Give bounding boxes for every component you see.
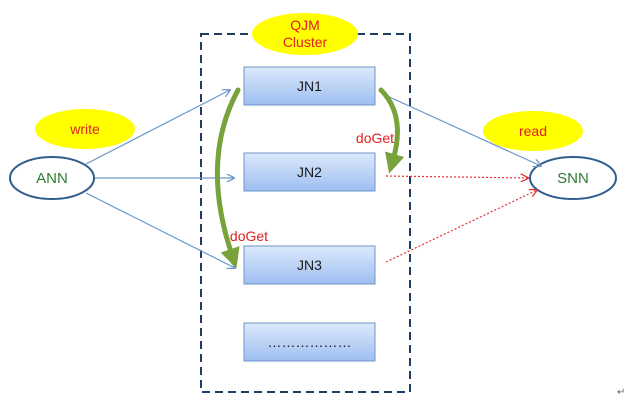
snn-label: SNN (557, 169, 589, 187)
return-mark-icon: ↵ (617, 387, 626, 398)
jn1-label: JN1 (297, 78, 322, 94)
read-label: read (518, 123, 548, 139)
qjm-cluster-bubble (252, 13, 358, 55)
qjm-cluster-label: QJM Cluster (255, 14, 355, 54)
jn1-box[interactable] (243, 66, 376, 106)
doget-label-right: doGet (355, 130, 395, 146)
read-arrow-jn1 (384, 94, 541, 166)
doget-arrow-jn1-jn2 (378, 87, 405, 174)
jn2-box[interactable] (243, 152, 376, 192)
read-bubble (483, 111, 583, 151)
write-label: write (70, 121, 100, 137)
read-arrow-jn2 (385, 176, 528, 178)
qjm-cluster-label-line2: Cluster (282, 34, 328, 50)
more-journal-nodes-label: ……………… (267, 334, 352, 350)
more-journal-nodes-box[interactable] (243, 322, 376, 362)
snn-node[interactable] (529, 156, 617, 200)
write-bubble (35, 109, 135, 149)
jn2-label: JN2 (297, 164, 322, 180)
write-arrow-jn3 (85, 192, 235, 268)
doget-arrow-jn1-jn3 (214, 87, 241, 269)
qjm-cluster-label-line1: QJM (290, 17, 320, 33)
doget-label-left: doGet (229, 228, 269, 244)
write-arrow-jn1 (85, 90, 230, 165)
jn3-label: JN3 (297, 257, 322, 273)
ann-label: ANN (36, 169, 68, 187)
jn3-box[interactable] (243, 245, 376, 285)
read-arrow-jn3 (385, 190, 537, 263)
ann-node[interactable] (9, 156, 95, 200)
